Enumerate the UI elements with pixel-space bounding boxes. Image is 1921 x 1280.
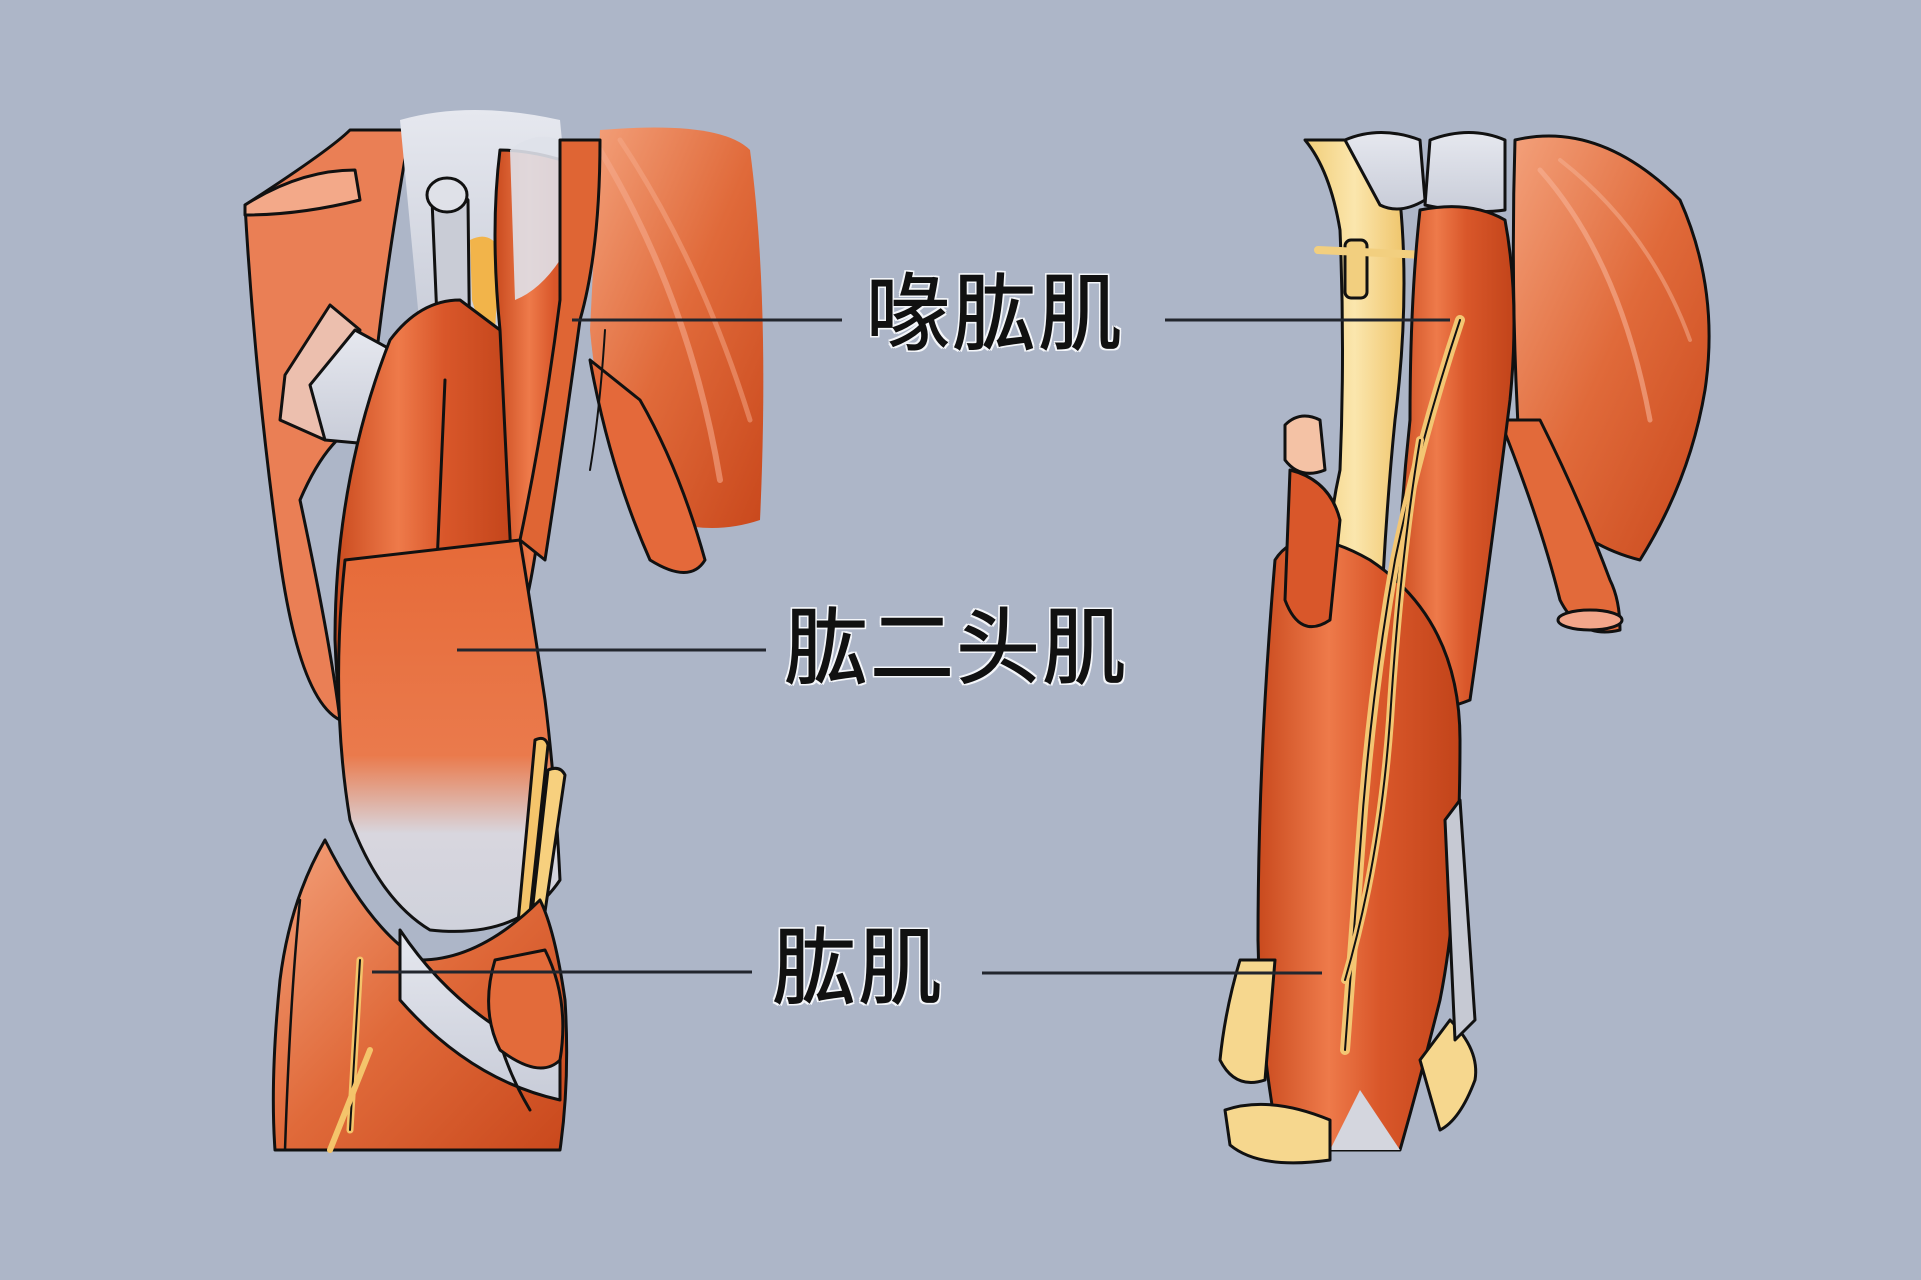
label-brachialis: 肱肌 — [771, 919, 945, 1017]
medial-view — [1218, 131, 1711, 1165]
label-biceps-brachii: 肱二头肌 — [783, 599, 1129, 697]
anterior-view — [243, 110, 764, 1153]
leader-lines — [372, 318, 1450, 975]
label-coracobrachialis: 喙肱肌 — [865, 265, 1125, 363]
